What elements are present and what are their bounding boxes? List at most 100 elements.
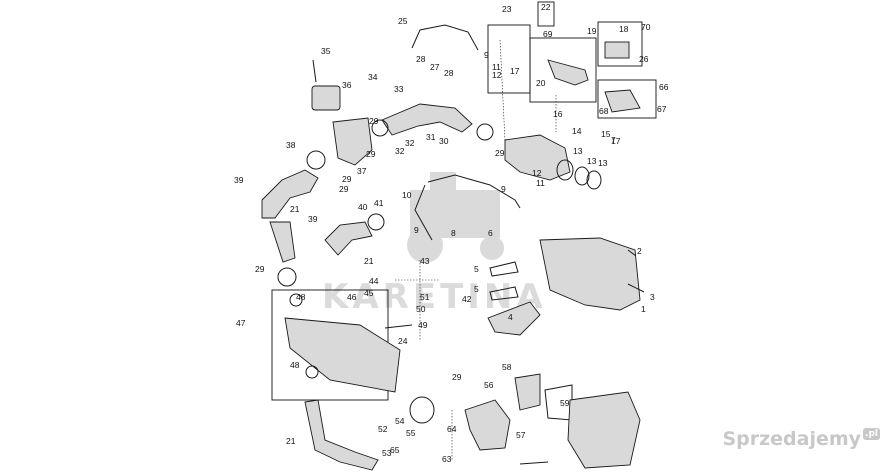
part-drawings xyxy=(261,24,645,471)
callout-53: 53 xyxy=(382,448,392,458)
block-36 xyxy=(311,85,341,111)
tractor-logo-icon xyxy=(407,172,504,263)
callout-17: 17 xyxy=(611,136,621,146)
callout-6: 6 xyxy=(488,228,493,238)
callout-33: 33 xyxy=(394,84,404,94)
callout-32: 32 xyxy=(405,138,415,148)
callout-21: 21 xyxy=(290,204,300,214)
brand-watermark: Sprzedajemy.pl xyxy=(722,428,880,450)
callout-43: 43 xyxy=(420,256,430,266)
callout-11: 11 xyxy=(492,62,501,72)
callout-23: 23 xyxy=(502,4,512,14)
callout-30: 30 xyxy=(439,136,449,146)
gasket-48 xyxy=(305,365,319,379)
gasket-29a xyxy=(306,150,326,170)
callout-14: 14 xyxy=(572,126,582,136)
gasket-48b xyxy=(289,293,303,307)
callout-54: 54 xyxy=(395,416,405,426)
callout-58: 58 xyxy=(502,362,512,372)
callout-69: 69 xyxy=(543,29,553,39)
callout-17: 17 xyxy=(510,66,520,76)
bracket-lower xyxy=(567,391,641,469)
watermark-text: KARETINA xyxy=(322,277,547,317)
callout-25: 25 xyxy=(398,16,408,26)
callout-51: 51 xyxy=(420,292,430,302)
gasket-41 xyxy=(367,213,385,231)
bolt-3 xyxy=(627,283,645,293)
callout-22: 22 xyxy=(541,2,551,12)
ring-13b xyxy=(586,170,602,190)
callout-28: 28 xyxy=(444,68,454,78)
callout-21: 21 xyxy=(364,256,374,266)
callout-29: 29 xyxy=(255,264,265,274)
box-23 xyxy=(487,24,531,94)
callout-2: 2 xyxy=(637,246,642,256)
callout-5: 5 xyxy=(474,284,479,294)
callout-10: 10 xyxy=(402,190,412,200)
bolt-35 xyxy=(312,59,317,83)
callout-44: 44 xyxy=(369,276,379,286)
callout-68: 68 xyxy=(599,106,609,116)
brand-suffix: .pl xyxy=(863,428,880,440)
clamp-5a xyxy=(489,261,519,277)
pipe-33 xyxy=(381,103,473,136)
callout-5: 5 xyxy=(474,264,479,274)
callout-50: 50 xyxy=(416,304,426,314)
clamp-54 xyxy=(409,396,435,424)
callout-29: 29 xyxy=(369,116,379,126)
bolt-2 xyxy=(627,249,637,257)
callout-39: 39 xyxy=(234,175,244,185)
box-19 xyxy=(529,37,597,103)
callout-39: 39 xyxy=(308,214,318,224)
callout-55: 55 xyxy=(406,428,416,438)
callout-27: 27 xyxy=(430,62,440,72)
callout-9: 9 xyxy=(414,225,419,235)
callout-1: 1 xyxy=(641,304,646,314)
pipe-10 xyxy=(427,174,521,209)
callout-46: 46 xyxy=(347,292,357,302)
box-66 xyxy=(597,79,657,119)
callout-13: 13 xyxy=(587,156,597,166)
callout-29: 29 xyxy=(339,184,349,194)
callout-48: 48 xyxy=(296,292,306,302)
elbow-40 xyxy=(324,221,373,256)
ring-13a xyxy=(574,166,590,186)
pipe-57 xyxy=(464,399,511,451)
clamp-5b xyxy=(489,286,519,301)
valve-37 xyxy=(332,117,373,166)
callout-19: 19 xyxy=(587,26,597,36)
gasket-29d xyxy=(277,267,297,287)
callout-8: 8 xyxy=(451,228,456,238)
actuator-19 xyxy=(547,59,589,86)
callout-47: 47 xyxy=(236,318,246,328)
callout-24: 24 xyxy=(398,336,408,346)
pipe-10b xyxy=(414,184,433,241)
callout-18: 18 xyxy=(619,24,629,34)
callout-29: 29 xyxy=(495,148,505,158)
callout-9: 9 xyxy=(501,184,506,194)
bolt-63 xyxy=(519,461,549,465)
callout-29: 29 xyxy=(366,149,376,159)
callout-28: 28 xyxy=(416,54,426,64)
callout-36: 36 xyxy=(342,80,352,90)
pipe-25 xyxy=(411,24,479,51)
callout-32: 32 xyxy=(395,146,405,156)
box-22 xyxy=(537,1,555,27)
callout-66: 66 xyxy=(659,82,669,92)
bolt-49 xyxy=(384,324,413,329)
callout-15: 15 xyxy=(601,129,611,139)
leader-lines xyxy=(395,39,557,460)
callout-9: 9 xyxy=(484,50,489,60)
pipe-38 xyxy=(261,169,319,219)
box-18 xyxy=(597,21,643,67)
callout-48: 48 xyxy=(290,360,300,370)
callout-12: 12 xyxy=(532,168,542,178)
callout-4: 4 xyxy=(508,312,513,322)
brand-text: Sprzedajemy xyxy=(722,428,862,450)
callout-67: 67 xyxy=(657,104,667,114)
callout-57: 57 xyxy=(516,430,526,440)
callout-13: 13 xyxy=(573,146,583,156)
callout-35: 35 xyxy=(321,46,331,56)
